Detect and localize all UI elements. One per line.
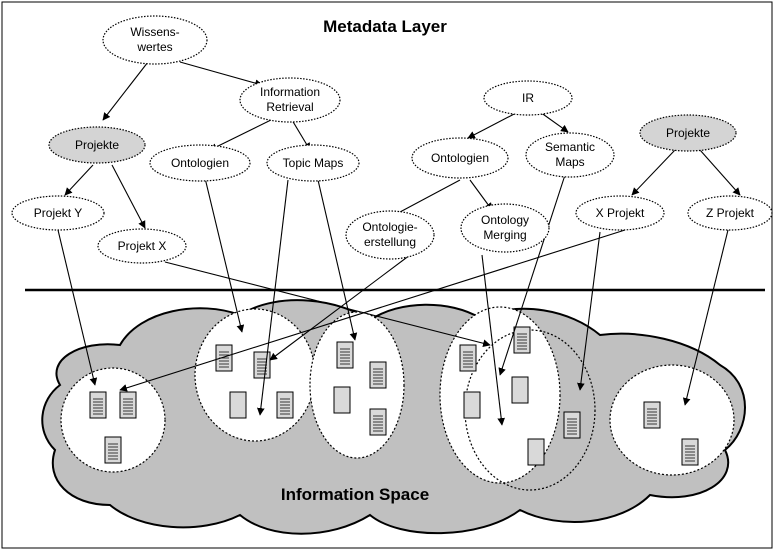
node-ontologien-right[interactable]: Ontologien [411,137,509,179]
document-icon [459,344,477,372]
link-edges [57,174,729,426]
node-projekte-right[interactable]: Projekte [639,114,737,152]
svg-text:Retrieval: Retrieval [266,100,313,114]
document-icon [369,408,387,436]
document-icon [253,351,271,379]
cluster-z-projekt [609,364,735,476]
document-icon [119,391,137,419]
node-projekt-y[interactable]: Projekt Y [11,195,105,231]
document-icon-blank [527,438,545,466]
node-topic-maps[interactable]: Topic Maps [266,144,360,182]
node-z-projekt[interactable]: Z Projekt [687,195,773,231]
svg-text:Ontologie-: Ontologie- [362,220,417,234]
hierarchy-edges [64,61,741,229]
document-icon-blank [333,386,351,414]
svg-text:Projekte: Projekte [75,138,119,152]
svg-text:Ontology: Ontology [481,213,529,227]
document-icon [89,391,107,419]
svg-text:Merging: Merging [483,228,526,242]
svg-text:Ontologien: Ontologien [431,151,489,165]
svg-text:Wissens-: Wissens- [130,25,179,39]
svg-text:Projekt X: Projekt X [118,239,167,253]
node-x-projekt[interactable]: X Projekt [575,195,665,231]
document-icon [643,401,661,429]
metadata-nodes: Wissens- wertes Information Retrieval IR… [11,15,773,264]
document-icon [336,341,354,369]
node-ontologie-erstellung[interactable]: Ontologie- erstellung [345,210,435,260]
document-icon [369,361,387,389]
svg-text:Projekte: Projekte [666,126,710,140]
svg-text:Z Projekt: Z Projekt [706,206,755,220]
document-icon-blank [463,391,481,419]
svg-text:wertes: wertes [136,40,172,54]
svg-text:Information: Information [260,85,320,99]
svg-text:IR: IR [522,91,534,105]
node-semantic-maps[interactable]: Semantic Maps [525,132,615,178]
cluster-topic-maps [309,311,405,459]
node-projekt-x[interactable]: Projekt X [97,228,187,264]
node-projekte-left[interactable]: Projekte [48,126,146,164]
document-icon [513,326,531,354]
document-icon [104,436,122,464]
metadata-layer-title: Metadata Layer [323,17,447,36]
cluster-x-projekt [464,329,596,491]
document-icon [563,411,581,439]
svg-text:Topic Maps: Topic Maps [283,156,344,170]
document-icon [681,438,699,466]
document-icon [215,344,233,372]
svg-text:Maps: Maps [555,155,584,169]
node-ontology-merging[interactable]: Ontology Merging [460,203,550,253]
documents [89,326,699,466]
document-icon [276,391,294,419]
svg-text:Ontologien: Ontologien [171,156,229,170]
node-ontologien-left[interactable]: Ontologien [149,144,251,182]
svg-text:X Projekt: X Projekt [596,206,645,220]
svg-text:Semantic: Semantic [545,140,595,154]
document-icon-blank [511,376,529,404]
document-icon-blank [229,391,247,419]
node-information-retrieval[interactable]: Information Retrieval [239,77,341,123]
node-ir[interactable]: IR [483,80,573,116]
node-wissenswertes[interactable]: Wissens- wertes [102,15,208,65]
information-space-title: Information Space [281,485,429,504]
svg-text:Projekt Y: Projekt Y [34,206,82,220]
cluster-projekt-y [60,367,166,473]
svg-text:erstellung: erstellung [364,235,416,249]
